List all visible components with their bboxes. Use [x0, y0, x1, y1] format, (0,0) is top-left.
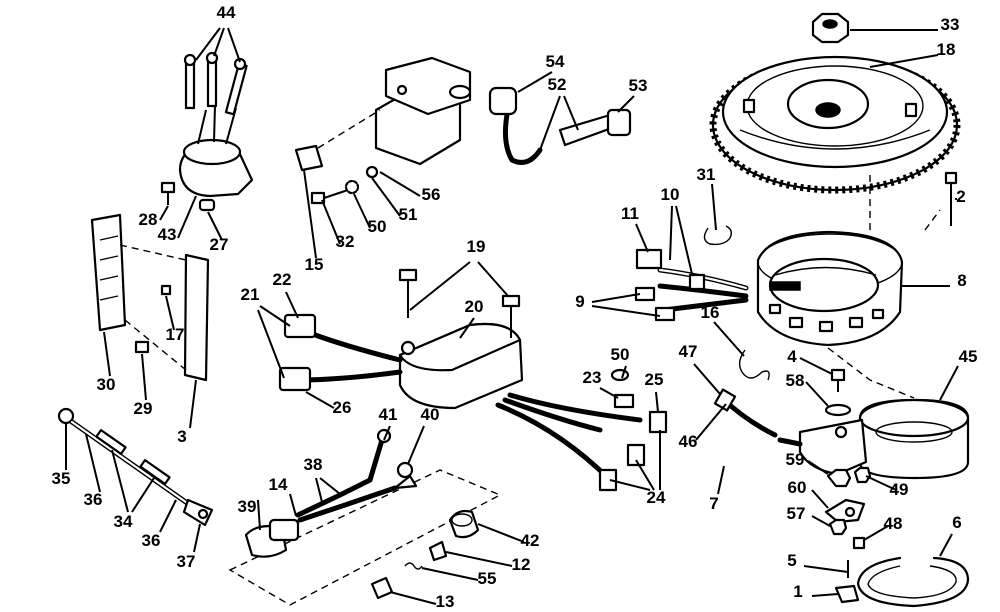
power-pack-harness	[278, 313, 668, 492]
callout-18: 18	[937, 40, 956, 59]
callout-50: 50	[611, 345, 630, 364]
ignition-coil	[374, 56, 472, 166]
timer-base	[798, 398, 970, 480]
callout-53: 53	[629, 76, 648, 95]
callout-54: 54	[546, 52, 565, 71]
callout-32: 32	[336, 232, 355, 251]
callout-35: 35	[52, 469, 71, 488]
flywheel	[709, 55, 961, 194]
callout-55: 55	[478, 569, 497, 588]
callout-1: 1	[793, 582, 802, 601]
callout-28: 28	[139, 210, 158, 229]
callout-48: 48	[884, 514, 903, 533]
callout-3: 3	[177, 427, 186, 446]
flywheel-screw	[944, 171, 958, 226]
callout-10: 10	[661, 185, 680, 204]
callout-36: 36	[84, 490, 103, 509]
callout-56: 56	[422, 185, 441, 204]
callout-8: 8	[957, 271, 966, 290]
callout-45: 45	[959, 347, 978, 366]
power-pack	[398, 268, 524, 410]
callout-40: 40	[421, 405, 440, 424]
callout-21: 21	[241, 285, 260, 304]
callout-26: 26	[333, 398, 352, 417]
callout-31: 31	[697, 165, 716, 184]
callout-17: 17	[166, 325, 185, 344]
callout-34: 34	[114, 512, 133, 531]
timer-hardware	[824, 368, 872, 604]
callout-47: 47	[679, 342, 698, 361]
callout-37: 37	[177, 552, 196, 571]
callout-43: 43	[158, 225, 177, 244]
leader-lines	[65, 27, 959, 605]
stator	[756, 230, 904, 347]
callout-52: 52	[548, 75, 567, 94]
callout-16: 16	[701, 303, 720, 322]
assembly-guide-lines	[827, 170, 941, 399]
callout-24: 24	[647, 488, 666, 507]
flywheel-nut	[811, 12, 850, 44]
callout-labels: 1234567891011121314151617181920212223242…	[52, 3, 978, 611]
callout-22: 22	[273, 270, 292, 289]
stator-leads	[634, 248, 749, 322]
callout-60: 60	[788, 478, 807, 497]
retaining-ring	[856, 556, 970, 608]
battery-cable	[57, 407, 214, 527]
stop-button-parts	[370, 509, 480, 600]
springs	[703, 225, 770, 381]
callout-25: 25	[645, 370, 664, 389]
callout-20: 20	[465, 297, 484, 316]
callout-13: 13	[436, 592, 455, 611]
callout-11: 11	[621, 204, 639, 223]
callout-50: 50	[368, 217, 387, 236]
callout-36: 36	[142, 531, 161, 550]
callout-42: 42	[521, 531, 540, 550]
callout-27: 27	[210, 235, 229, 254]
callout-51: 51	[399, 205, 418, 224]
callout-4: 4	[787, 347, 797, 366]
callout-49: 49	[890, 480, 909, 499]
solenoid-screws	[160, 181, 216, 212]
stop-switch-harness	[228, 428, 502, 606]
callout-23: 23	[583, 368, 602, 387]
timer-lead	[713, 388, 803, 447]
callout-39: 39	[238, 497, 257, 516]
callout-38: 38	[304, 455, 323, 474]
callout-46: 46	[679, 432, 698, 451]
callout-44: 44	[217, 3, 236, 22]
callout-7: 7	[709, 494, 718, 513]
callout-9: 9	[575, 292, 584, 311]
callout-6: 6	[952, 513, 961, 532]
terminal-block	[90, 213, 210, 382]
starter-solenoid	[178, 51, 254, 198]
callout-15: 15	[305, 255, 324, 274]
callout-14: 14	[269, 475, 288, 494]
coil-hardware	[294, 109, 381, 205]
callout-12: 12	[512, 555, 531, 574]
callout-58: 58	[786, 371, 805, 390]
callout-33: 33	[941, 15, 960, 34]
callout-57: 57	[787, 504, 806, 523]
callout-41: 41	[379, 405, 398, 424]
callout-5: 5	[787, 551, 796, 570]
spark-plug-leads	[488, 86, 632, 165]
callout-19: 19	[467, 237, 486, 256]
callout-29: 29	[134, 399, 153, 418]
callout-30: 30	[97, 375, 116, 394]
callout-59: 59	[786, 450, 805, 469]
callout-2: 2	[956, 187, 965, 206]
